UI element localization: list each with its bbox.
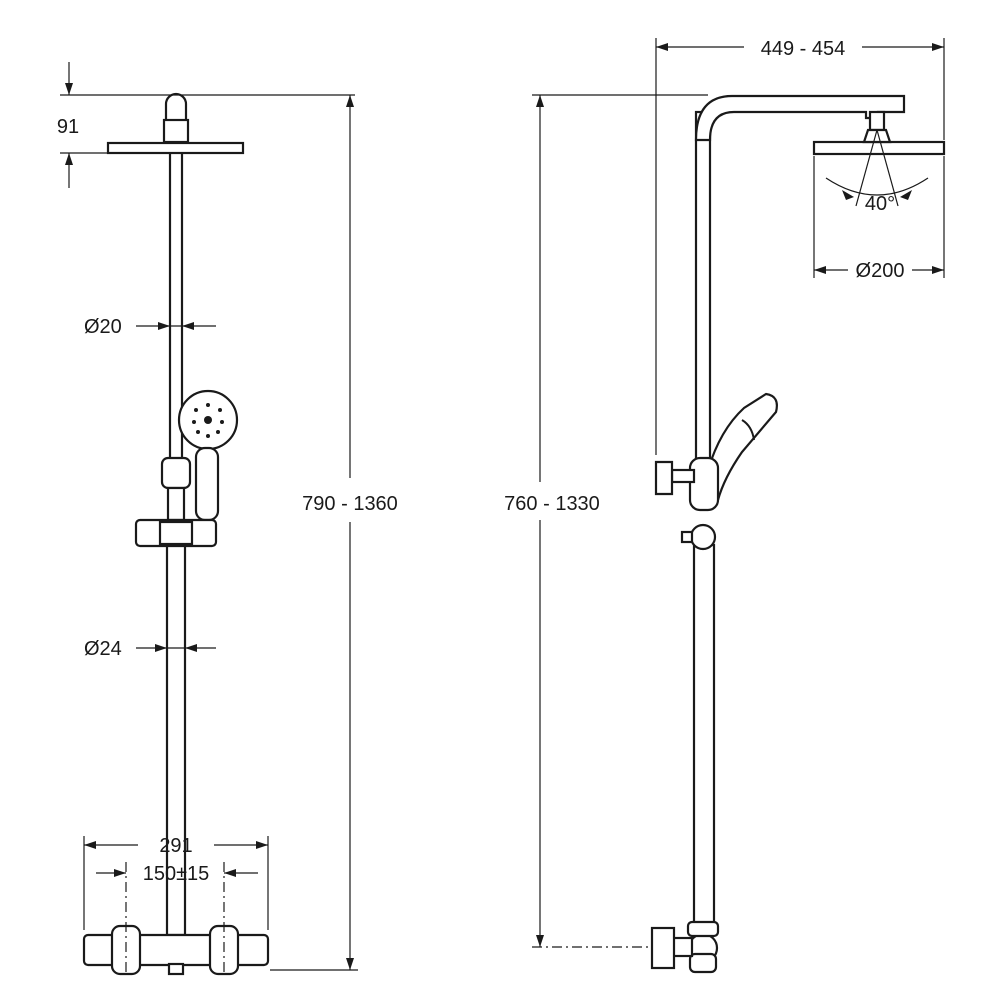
side-hand-shower-face bbox=[741, 419, 755, 441]
side-head-ball-joint bbox=[868, 110, 886, 132]
side-overhead-shower-head bbox=[812, 140, 946, 156]
side-upper-column bbox=[694, 110, 712, 462]
front-dim-height-range: 790 - 1360 bbox=[270, 95, 398, 971]
front-upper-rail-dia-label: Ø20 bbox=[84, 316, 122, 338]
front-overhead-shower-head bbox=[106, 141, 245, 155]
side-slider-body bbox=[688, 456, 720, 512]
side-height-range-label: 760 - 1330 bbox=[504, 493, 600, 515]
front-inlet-spacing-label: 150±15 bbox=[143, 863, 210, 885]
side-dim-head-diameter: Ø200 bbox=[813, 156, 945, 282]
side-mixer-lower-block bbox=[688, 952, 718, 974]
front-slider-holder-inner bbox=[158, 520, 194, 546]
front-hand-shower-handle bbox=[194, 446, 220, 522]
front-dim-head-offset: 91 bbox=[57, 62, 355, 188]
side-hand-shower bbox=[706, 392, 778, 504]
side-mixer-top bbox=[686, 920, 720, 938]
side-mixer-valve bbox=[650, 926, 676, 970]
front-slider-top bbox=[160, 456, 192, 490]
front-dim-upper-rail-diameter: Ø20 bbox=[84, 316, 216, 338]
side-column-joint bbox=[689, 523, 717, 551]
front-view: 91 Ø20 Ø24 790 - 1360 bbox=[57, 62, 398, 976]
side-view: 40° 449 - 454 bbox=[504, 38, 946, 974]
side-dim-height-range: 760 - 1330 bbox=[504, 94, 708, 948]
side-head-swivel bbox=[862, 128, 892, 144]
side-slider-knob bbox=[654, 460, 674, 496]
side-slider-arm bbox=[670, 468, 696, 484]
side-arm-projection-label: 449 - 454 bbox=[761, 38, 846, 60]
side-spray-angle-label: 40° bbox=[865, 193, 895, 215]
front-hand-shower-nozzles bbox=[192, 403, 224, 438]
front-slider-stem bbox=[166, 486, 186, 522]
side-spray-angle: 40° bbox=[825, 129, 929, 215]
front-dim-inlet-spacing: 150±15 bbox=[96, 862, 258, 975]
front-mixer-width-label: 291 bbox=[159, 835, 192, 857]
front-dim-lower-rail-diameter: Ø24 bbox=[84, 638, 216, 660]
side-dim-arm-projection: 449 - 454 bbox=[655, 38, 945, 455]
front-head-swivel bbox=[162, 118, 190, 144]
front-head-offset-label: 91 bbox=[57, 116, 79, 138]
front-dim-mixer-width: 291 bbox=[83, 835, 269, 930]
front-height-range-label: 790 - 1360 bbox=[302, 493, 398, 515]
front-lower-rail-dia-label: Ø24 bbox=[84, 638, 122, 660]
side-lower-column bbox=[692, 543, 716, 932]
side-column-joint-pin bbox=[680, 530, 694, 544]
side-head-dia-label: Ø200 bbox=[856, 260, 905, 282]
front-mixer-outlet bbox=[167, 962, 185, 976]
